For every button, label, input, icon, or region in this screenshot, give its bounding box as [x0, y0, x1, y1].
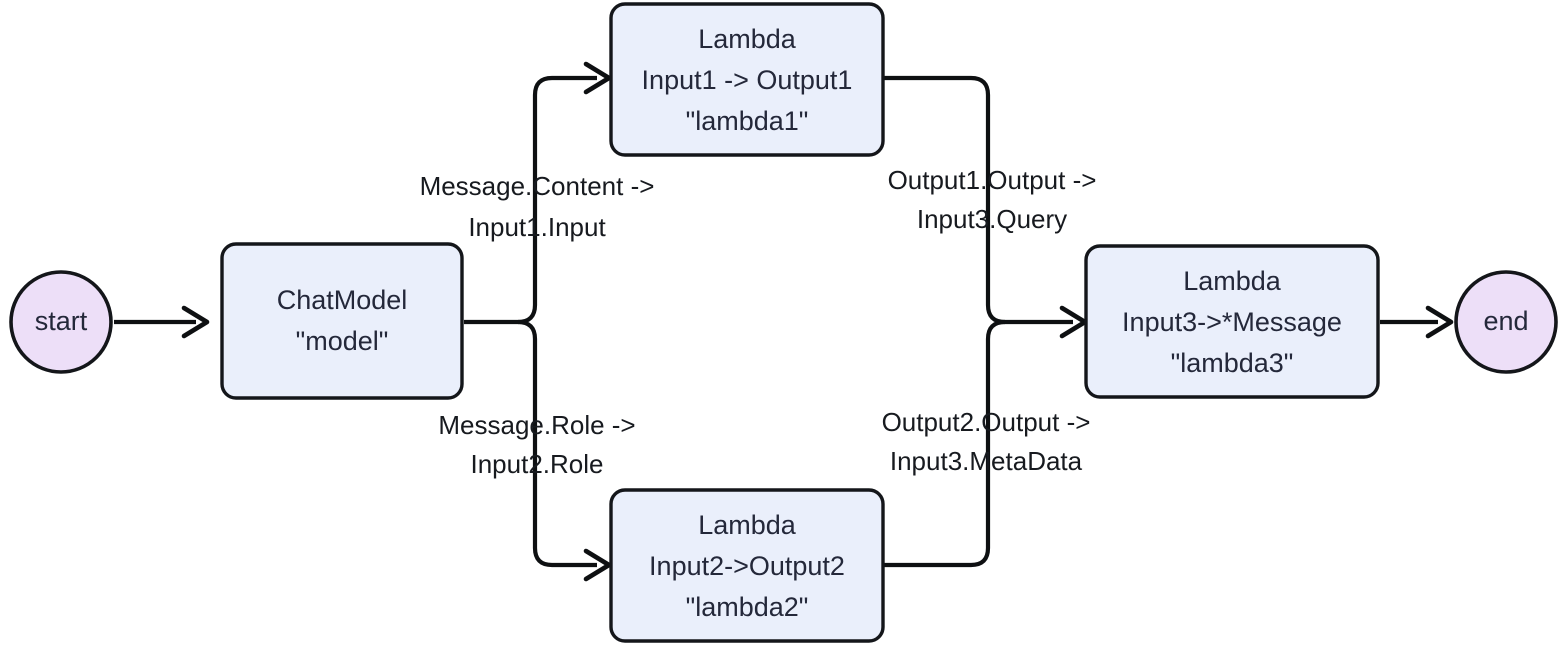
arrowhead-icon: [181, 305, 210, 339]
edge-line: [883, 75, 1006, 325]
lambda1-label-line3: "lambda1": [686, 106, 809, 136]
node-lambda3[interactable]: Lambda Input3->*Message "lambda3": [1084, 244, 1380, 399]
edge-line: [883, 319, 1006, 568]
edge-label-lambda2-to-lambda3: Output2.Output -> Input3.MetaData: [882, 407, 1091, 476]
edge-label-model-to-lambda1: Message.Content -> Input1.Input: [420, 171, 655, 242]
edge-label-line1: Output2.Output ->: [882, 407, 1091, 437]
edge-label-model-to-lambda2: Message.Role -> Input2.Role: [438, 410, 635, 479]
lambda2-label-line3: "lambda2": [686, 592, 809, 622]
node-lambda2[interactable]: Lambda Input2->Output2 "lambda2": [609, 488, 885, 643]
lambda2-box[interactable]: [609, 488, 885, 643]
lambda1-label-line1: Lambda: [698, 24, 797, 54]
node-lambda1[interactable]: Lambda Input1 -> Output1 "lambda1": [609, 2, 885, 157]
start-circle[interactable]: [9, 270, 113, 374]
lambda2-label-line1: Lambda: [698, 510, 797, 540]
edge-model-to-lambda2: [517, 319, 612, 582]
node-model[interactable]: ChatModel "model": [220, 242, 464, 400]
end-label: end: [1483, 306, 1528, 336]
lambda3-box[interactable]: [1084, 244, 1380, 399]
edge-label-line2: Input2.Role: [471, 449, 604, 479]
lambda1-box[interactable]: [609, 2, 885, 157]
edge-line: [517, 319, 597, 568]
arrowhead-icon: [1425, 305, 1454, 339]
lambda3-label-line3: "lambda3": [1171, 348, 1294, 378]
model-label-line2: "model": [296, 326, 389, 356]
edge-line: [517, 75, 597, 325]
lambda1-label-line2: Input1 -> Output1: [642, 65, 853, 95]
node-start[interactable]: start: [9, 270, 113, 374]
edge-label-line1: Message.Role ->: [438, 410, 635, 440]
edge-label-line1: Message.Content ->: [420, 171, 655, 201]
edge-lambda2-to-lambda3: [883, 319, 1006, 568]
edge-label-line2: Input3.Query: [917, 204, 1067, 234]
edge-label-line2: Input3.MetaData: [890, 446, 1083, 476]
edge-lambda3-to-end: [1380, 305, 1454, 339]
edge-model-to-lambda1: [517, 61, 612, 325]
edge-start-to-model: [114, 305, 210, 339]
edge-lambda1-to-lambda3: [883, 75, 1006, 325]
edge-label-line1: Output1.Output ->: [888, 165, 1097, 195]
edge-merge-to-lambda3: [1005, 305, 1088, 339]
start-label: start: [35, 306, 88, 336]
lambda2-label-line2: Input2->Output2: [649, 551, 845, 581]
lambda3-label-line2: Input3->*Message: [1122, 307, 1342, 337]
model-label-line1: ChatModel: [277, 285, 408, 315]
edge-label-lambda1-to-lambda3: Output1.Output -> Input3.Query: [888, 165, 1097, 234]
edge-label-line2: Input1.Input: [468, 212, 606, 242]
end-circle[interactable]: [1454, 270, 1558, 374]
lambda3-label-line1: Lambda: [1183, 266, 1282, 296]
model-box[interactable]: [220, 242, 464, 400]
arrowhead-icon: [583, 548, 612, 582]
arrowhead-icon: [583, 61, 612, 95]
node-end[interactable]: end: [1454, 270, 1558, 374]
